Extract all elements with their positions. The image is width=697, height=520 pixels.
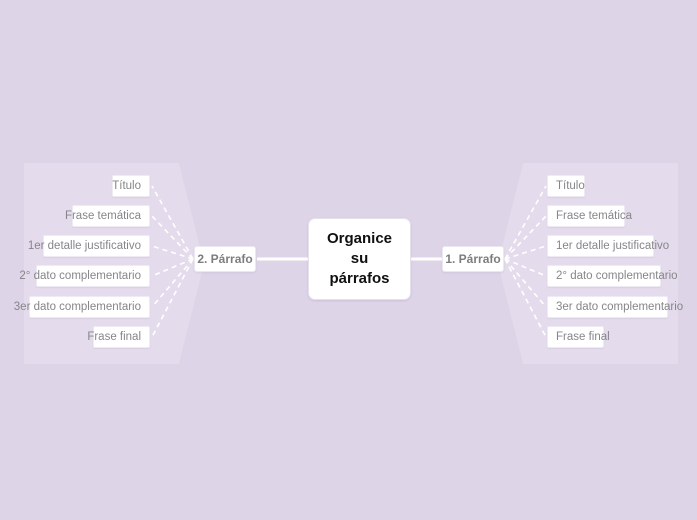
leaf-node-right-5[interactable]: 3er dato complementario — [547, 296, 683, 318]
branch-node-parrafo-1[interactable]: 1. Párrafo — [442, 246, 504, 272]
central-node-text: Organice su párrafos — [327, 229, 392, 289]
leaf-label: 2° dato complementario — [556, 270, 678, 282]
leaf-node-right-2[interactable]: Frase temática — [547, 205, 632, 227]
branch-node-label: 1. Párrafo — [445, 252, 501, 266]
leaf-node-left-6[interactable]: Frase final — [87, 326, 150, 348]
leaf-label: Título — [556, 180, 585, 192]
leaf-label: 1er detalle justificativo — [556, 240, 670, 252]
leaf-label: Frase final — [87, 331, 141, 343]
leaf-node-left-1[interactable]: Título — [112, 175, 150, 197]
leaf-label: Frase temática — [64, 210, 141, 222]
leaf-label: 1er detalle justificativo — [27, 240, 141, 252]
leaf-label: 3er dato complementario — [556, 301, 684, 313]
leaf-node-right-4[interactable]: 2° dato complementario — [547, 265, 678, 287]
leaf-node-left-2[interactable]: Frase temática — [65, 205, 150, 227]
branch-node-parrafo-2[interactable]: 2. Párrafo — [194, 246, 256, 272]
leaf-node-right-1[interactable]: Título — [547, 175, 585, 197]
branch-node-label: 2. Párrafo — [197, 252, 253, 266]
central-node-line-1: Organice — [326, 230, 393, 247]
leaf-node-left-3[interactable]: 1er detalle justificativo — [28, 235, 150, 257]
leaf-label: Frase temática — [556, 210, 633, 222]
leaf-node-left-4[interactable]: 2° dato complementario — [19, 265, 150, 287]
leaf-node-left-5[interactable]: 3er dato complementario — [14, 296, 150, 318]
leaf-label: 3er dato complementario — [13, 301, 141, 313]
leaf-label: Título — [112, 180, 141, 192]
leaf-node-right-3[interactable]: 1er detalle justificativo — [547, 235, 669, 257]
leaf-label: 2° dato complementario — [19, 270, 141, 282]
central-node-line-3: párrafos — [329, 270, 390, 287]
central-node-line-2: su — [350, 250, 369, 267]
leaf-node-right-6[interactable]: Frase final — [547, 326, 610, 348]
central-node[interactable]: Organice su párrafos — [308, 218, 411, 300]
leaf-label: Frase final — [556, 331, 610, 343]
